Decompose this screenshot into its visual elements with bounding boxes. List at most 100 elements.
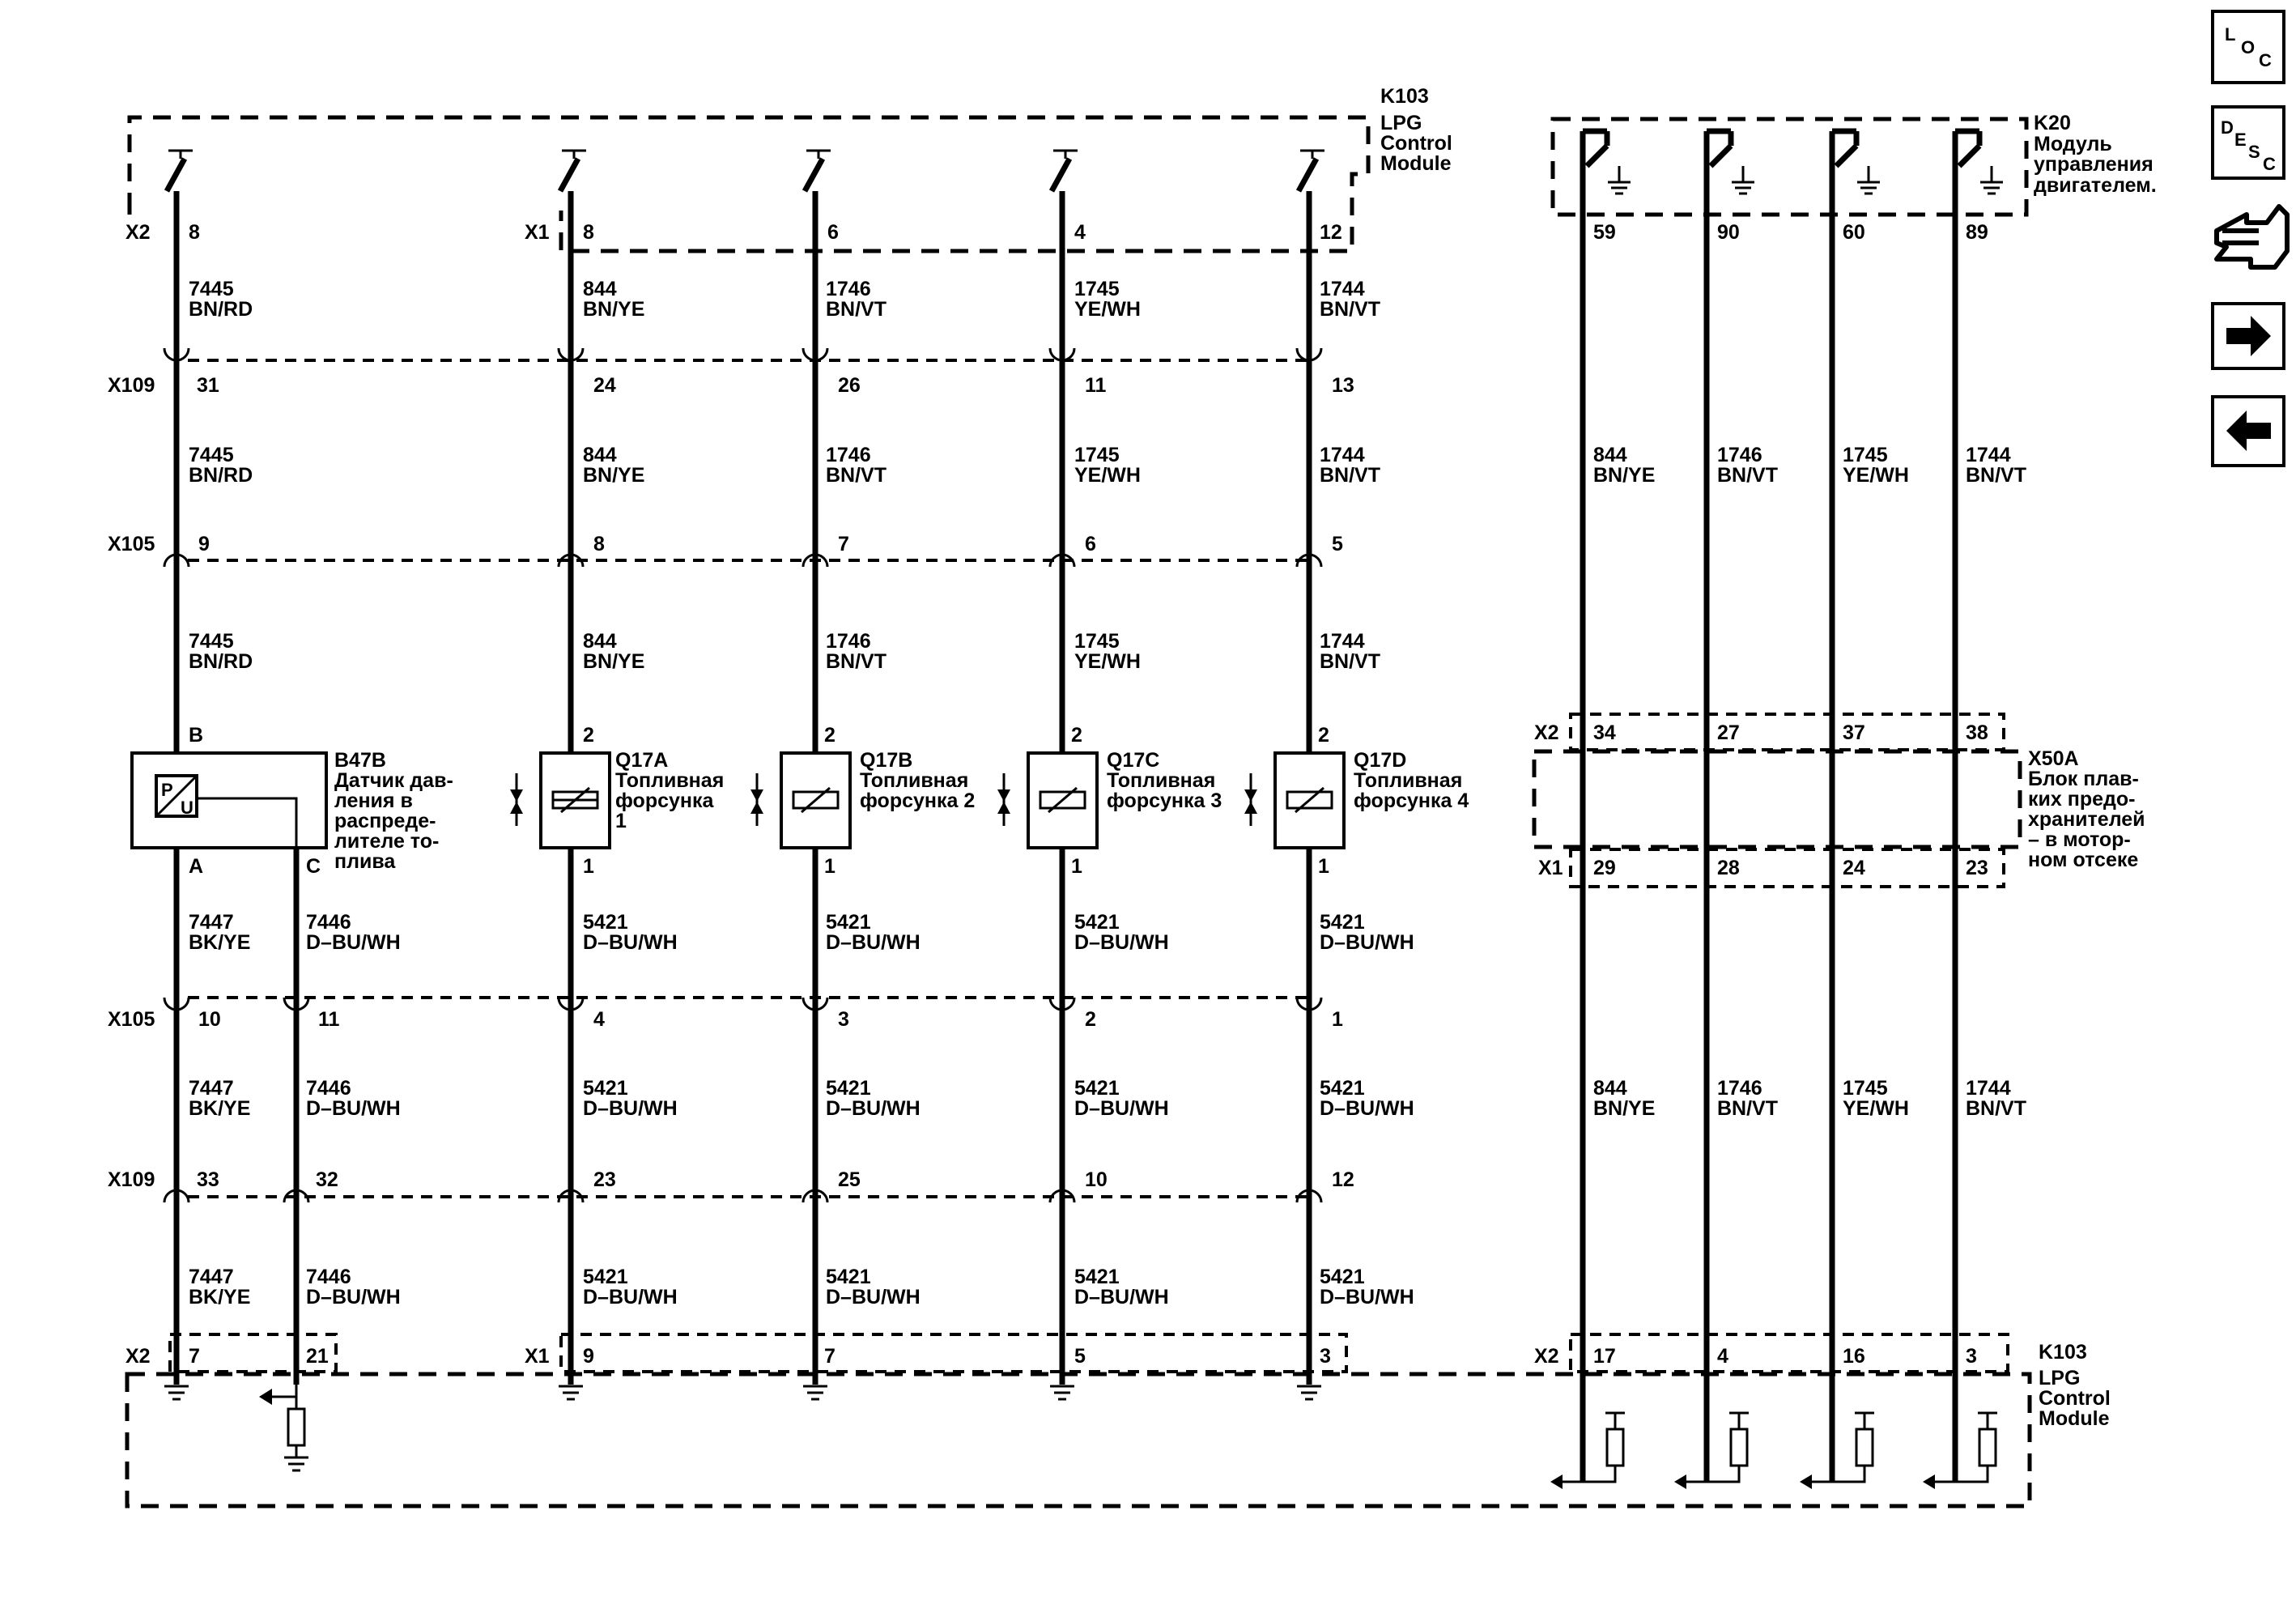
pin-x50a-top-1: 27 <box>1717 721 1740 744</box>
next-page-button[interactable] <box>2211 302 2285 370</box>
conn-x109-upper: X109 <box>108 374 155 397</box>
q17b-desc-1: Топливная <box>860 769 968 792</box>
k103-top-name-2: Control <box>1380 132 1452 155</box>
k20-name-2: управления <box>2034 153 2154 176</box>
wire-r2-1-num: 1746 <box>1717 1077 1762 1100</box>
k103-bottom-id: K103 <box>2039 1341 2087 1364</box>
x50a-id: X50A <box>2028 747 2079 770</box>
desc-button[interactable]: D E S C <box>2211 105 2285 180</box>
conn-x109-lower: X109 <box>108 1168 155 1191</box>
pin-x50a-bottom-3: 23 <box>1966 857 1988 879</box>
wire-mid-3-color: YE/WH <box>1074 464 1141 487</box>
wire-top-4-color: BN/VT <box>1320 298 1380 321</box>
b47b-symbol-u: U <box>181 798 193 818</box>
pin-x105b-0: 10 <box>198 1008 221 1031</box>
wire-low-3-color: YE/WH <box>1074 650 1141 673</box>
pin-bottom-5: 3 <box>1320 1345 1331 1368</box>
wire-mid-2-color: BN/VT <box>826 464 887 487</box>
wire-r2-0-color: BN/YE <box>1593 1097 1655 1120</box>
q17c-id: Q17C <box>1107 749 1159 772</box>
x50a-name-4: – в мотор- <box>2028 828 2131 851</box>
wire-mid-3-num: 1745 <box>1074 444 1120 466</box>
loc-letter-l: L <box>2225 24 2235 45</box>
b47b-desc-3: распреде- <box>334 810 436 832</box>
conn-x1-bottom: X1 <box>525 1345 550 1368</box>
conn-x1-top: X1 <box>525 221 550 244</box>
k103-top-name-1: LPG <box>1380 112 1422 134</box>
pin-k20-2: 60 <box>1843 221 1865 244</box>
wire-top-0-color: BN/RD <box>189 298 253 321</box>
pin-bottom-3: 7 <box>824 1345 835 1368</box>
right-wires <box>1580 131 1958 1482</box>
pin-comp-top-4: 2 <box>1318 724 1329 747</box>
wire-b3-2-num: 5421 <box>583 1266 628 1288</box>
wire-mid-1-num: 844 <box>583 444 617 466</box>
k103-top-id: K103 <box>1380 85 1429 108</box>
previous-page-button[interactable] <box>2211 395 2285 467</box>
pin-x105b-1: 11 <box>318 1008 340 1031</box>
pin-x109a-0: 31 <box>197 374 219 397</box>
pin-x105a-0: 9 <box>198 533 210 555</box>
arrow-left-icon <box>2226 411 2271 451</box>
wire-top-1-color: BN/YE <box>583 298 644 321</box>
wire-b3-0-color: BK/YE <box>189 1286 250 1308</box>
loc-button[interactable]: L O C <box>2211 10 2285 84</box>
x50a-name-3: хранителей <box>2028 808 2145 831</box>
conn-x2-top: X2 <box>125 221 151 244</box>
q17a-desc-3: 1 <box>615 810 627 832</box>
arrow-right-icon <box>2226 316 2271 356</box>
connector-names: X2 X1 X109 X105 X105 X109 X2 X1 X2 X1 X2 <box>108 221 1563 1368</box>
wire-low-0-num: 7445 <box>189 630 234 653</box>
connector-tool-icon[interactable] <box>2214 204 2290 270</box>
q17b-id: Q17B <box>860 749 912 772</box>
k103-bottom-name-3: Module <box>2039 1407 2110 1430</box>
wire-mid-4-num: 1744 <box>1320 444 1365 466</box>
pin-comp-top-0: B <box>189 724 203 747</box>
pin-x50a-bottom-2: 24 <box>1843 857 1865 879</box>
conn-x105-upper: X105 <box>108 533 155 555</box>
wire-r2-2-num: 1745 <box>1843 1077 1888 1100</box>
wire-b1-4-num: 5421 <box>1074 911 1120 934</box>
pin-x109b-3: 25 <box>838 1168 861 1191</box>
wire-r2-2-color: YE/WH <box>1843 1097 1909 1120</box>
wire-b2-5-num: 5421 <box>1320 1077 1365 1100</box>
pin-k20-3: 89 <box>1966 221 1988 244</box>
pin-k103b-0: 17 <box>1593 1345 1616 1368</box>
pin-comp-bottom-0: A <box>189 855 203 878</box>
wire-r1-3-color: BN/VT <box>1966 464 2026 487</box>
wire-low-0-color: BN/RD <box>189 650 253 673</box>
pin-numbers: 8 8 6 4 12 31 24 26 11 13 9 8 7 6 5 B 2 … <box>189 221 1988 1368</box>
q17d-desc-2: форсунка 4 <box>1354 789 1469 812</box>
wire-b1-3-num: 5421 <box>826 911 871 934</box>
wire-b3-4-num: 5421 <box>1074 1266 1120 1288</box>
wire-low-2-color: BN/VT <box>826 650 887 673</box>
wire-r1-2-num: 1745 <box>1843 444 1888 466</box>
pin-x105b-5: 1 <box>1332 1008 1343 1031</box>
b47b-pressure-sensor: P U B47B Датчик дав- ления в распреде- л… <box>130 749 453 873</box>
k20-id: K20 <box>2034 112 2071 134</box>
k103-top-module: K103 LPG Control Module <box>127 85 1452 253</box>
b47b-symbol-p: P <box>161 780 173 800</box>
pin-x109a-1: 24 <box>593 374 616 397</box>
pin-comp-top-2: 2 <box>824 724 835 747</box>
wire-r1-2-color: YE/WH <box>1843 464 1909 487</box>
loc-letter-c: C <box>2259 50 2272 70</box>
wire-r2-0-num: 844 <box>1593 1077 1627 1100</box>
pin-comp-bottom-5: 1 <box>1318 855 1329 878</box>
wire-b1-2-num: 5421 <box>583 911 628 934</box>
wire-mid-0-num: 7445 <box>189 444 234 466</box>
q17a-id: Q17A <box>615 749 668 772</box>
left-wires <box>173 191 1312 1385</box>
q17a-injector: Q17A Топливная форсунка 1 <box>510 749 724 849</box>
wire-low-1-num: 844 <box>583 630 617 653</box>
k20-name-1: Модуль <box>2034 133 2112 155</box>
connector-arcs <box>163 347 1323 1203</box>
pin-comp-top-1: 2 <box>583 724 594 747</box>
pin-x109b-1: 32 <box>316 1168 338 1191</box>
pin-x105b-4: 2 <box>1085 1008 1096 1031</box>
b47b-desc-2: ления в <box>334 789 413 812</box>
wire-b2-2-num: 5421 <box>583 1077 628 1100</box>
wire-b2-1-color: D–BU/WH <box>306 1097 401 1120</box>
